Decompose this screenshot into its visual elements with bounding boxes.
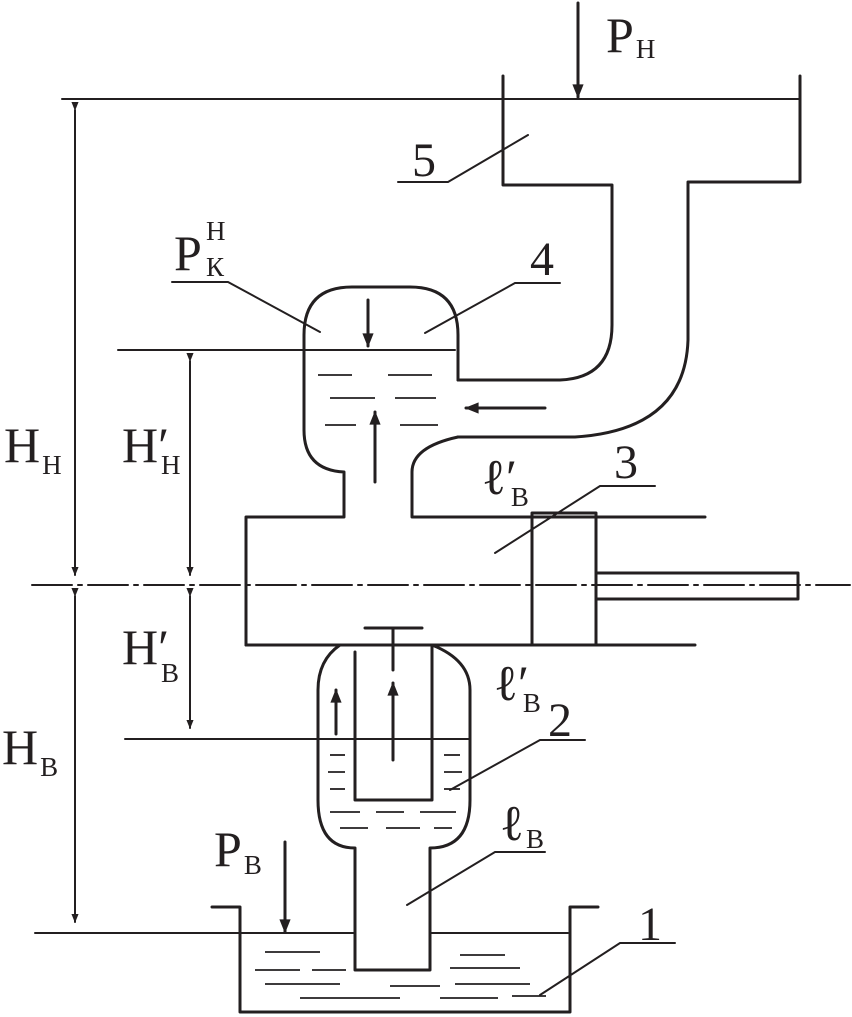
upper-tank-and-delivery-pipe: [456, 74, 614, 382]
label-l-v-prime-mid: ℓ′В: [494, 655, 541, 718]
label-h-h: HН: [4, 417, 62, 480]
leader-l-v: [406, 851, 546, 906]
leader-3: [494, 485, 656, 554]
leader-1: [539, 942, 676, 996]
liquid-hatching-suction-chamber: [328, 754, 462, 829]
suction-air-chamber: [244, 643, 472, 972]
supply-reservoir: [210, 905, 600, 1014]
liquid-hatching-reservoir: [255, 951, 546, 999]
label-h-v-prime: H′В: [122, 619, 179, 688]
label-p-h: PН: [606, 7, 655, 64]
delivery-pipe-outer-wall: [456, 74, 802, 439]
suction-inlet-pipe: [353, 643, 434, 802]
label-p-k-sup: Н: [206, 216, 226, 246]
pressure-chamber-right-wall: [410, 435, 534, 519]
label-p-v: PВ: [214, 821, 262, 880]
leader-4: [424, 282, 561, 334]
leader-pk: [171, 281, 321, 333]
leader-5: [397, 134, 529, 183]
label-1: 1: [638, 898, 662, 951]
piston-rod: [594, 571, 800, 601]
label-l-v-prime-top: ℓ′В: [482, 449, 529, 512]
piston: [530, 511, 598, 647]
label-h-v: HВ: [2, 719, 58, 782]
label-p-k: P: [174, 225, 202, 281]
label-4: 4: [530, 233, 554, 286]
label-2: 2: [548, 694, 572, 747]
label-3: 3: [614, 436, 638, 489]
label-p-k-sub: К: [206, 252, 225, 282]
liquid-hatching-pressure-chamber: [318, 374, 438, 426]
label-l-v: ℓВ: [500, 795, 544, 854]
label-h-h-prime: H′Н: [122, 417, 181, 480]
pressure-air-chamber: [244, 285, 534, 647]
leader-2: [449, 739, 586, 791]
label-5: 5: [412, 134, 436, 187]
